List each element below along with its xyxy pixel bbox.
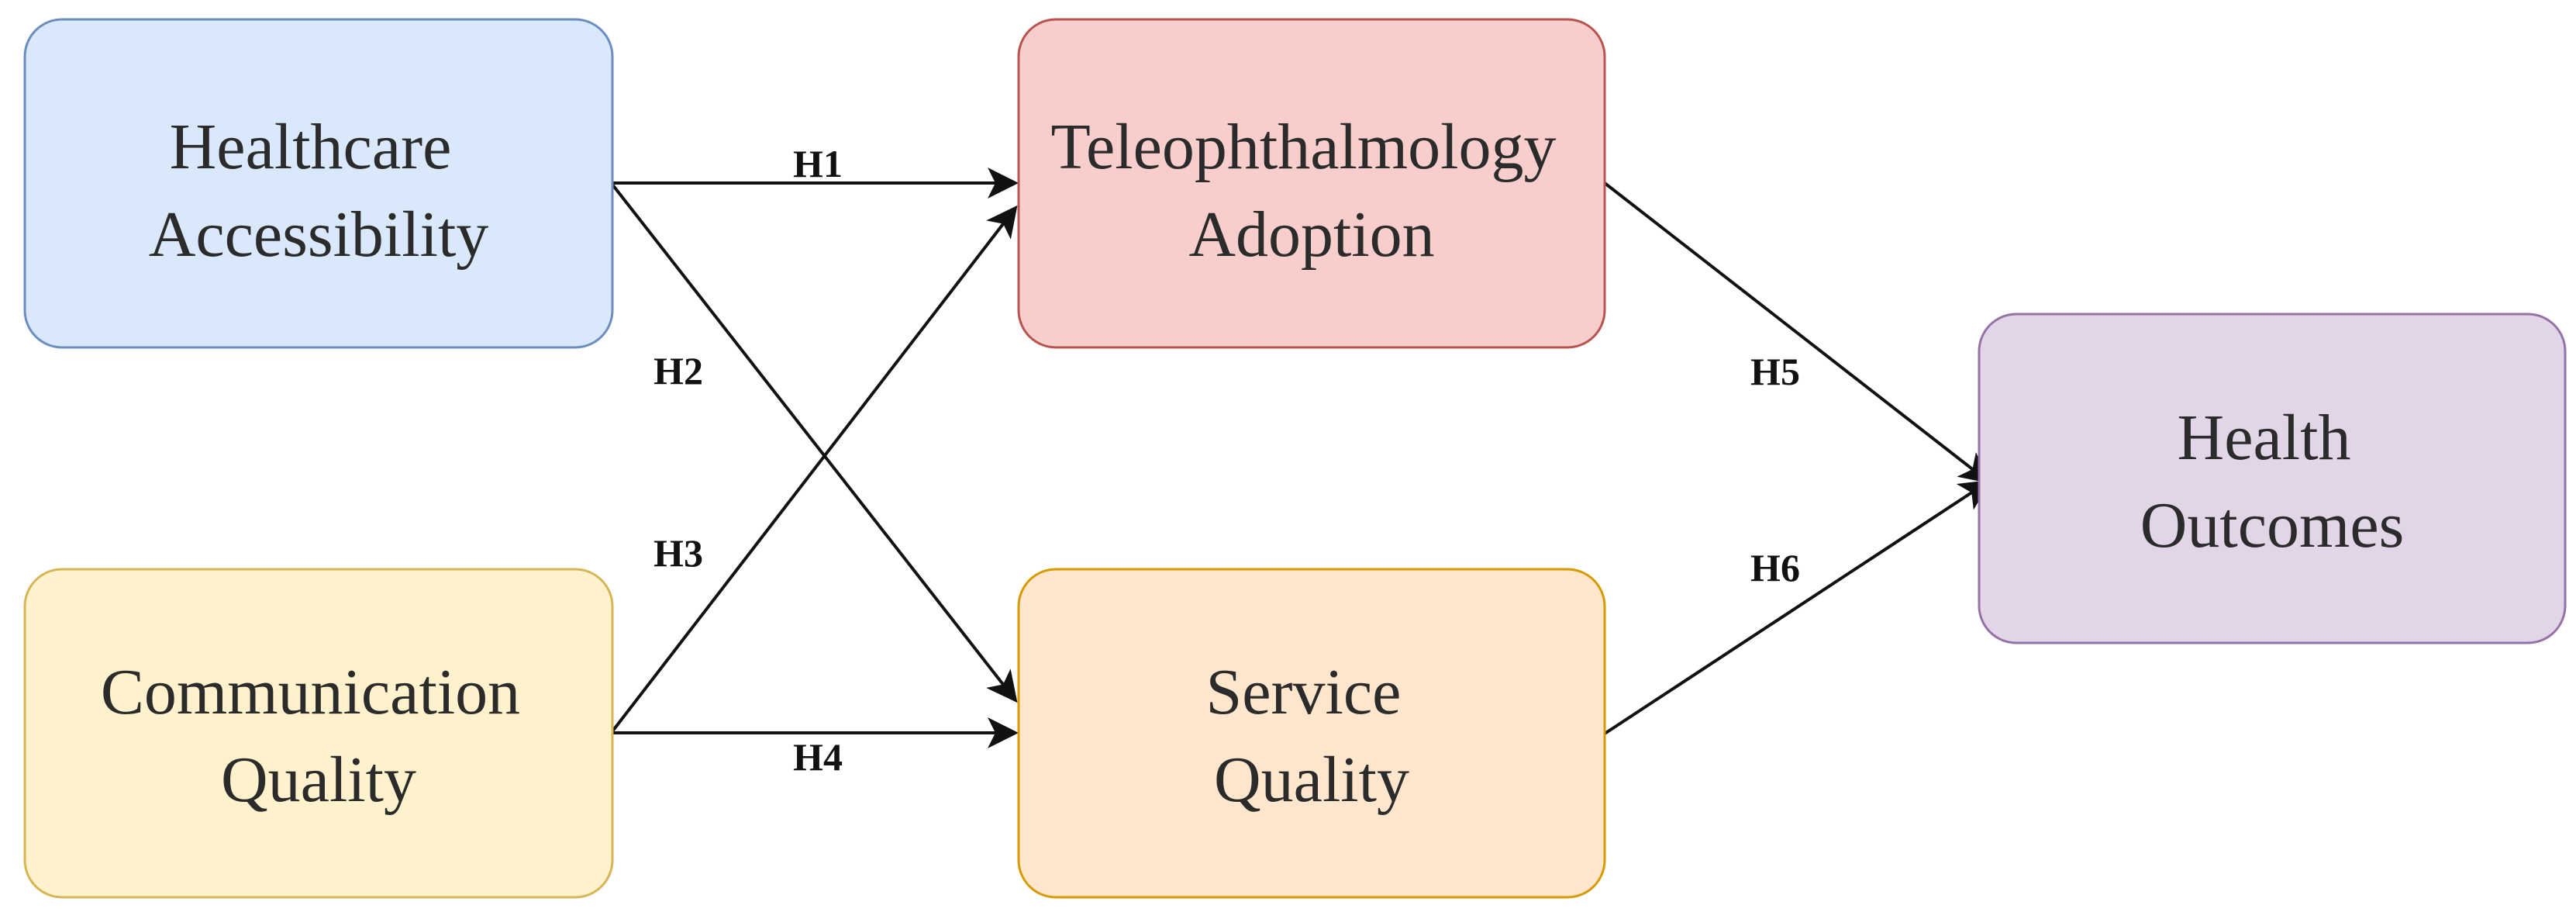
node-health-outcomes-line2: Outcomes	[2140, 489, 2405, 561]
edge-h6-arrow	[1603, 479, 1991, 735]
edge-h3-label: H3	[653, 531, 703, 575]
edge-h1-label: H1	[793, 142, 843, 185]
node-teleophthalmology-adoption-line2: Adoption	[1188, 199, 1434, 271]
edge-h4-label: H4	[793, 735, 843, 779]
node-service-quality: Service Quality	[1017, 568, 1606, 899]
node-healthcare-accessibility-line1: Healthcare	[170, 111, 452, 183]
node-communication-quality-line2: Quality	[221, 744, 416, 816]
edge-h5-label: H5	[1750, 350, 1800, 393]
node-communication-quality-line1: Communication	[101, 656, 520, 728]
node-teleophthalmology-adoption-box	[1017, 18, 1606, 349]
node-health-outcomes-line1: Health	[2178, 402, 2351, 474]
node-health-outcomes-box	[1978, 313, 2567, 644]
edge-h2-label: H2	[653, 349, 703, 392]
node-health-outcomes: Health Outcomes	[1978, 313, 2567, 644]
node-communication-quality: Communication Quality	[23, 568, 614, 899]
edge-h6-label: H6	[1750, 546, 1800, 589]
edge-h5-arrow	[1603, 181, 1991, 484]
node-health-outcomes-text: Health Outcomes	[2140, 402, 2405, 561]
node-communication-quality-box	[23, 568, 614, 899]
node-healthcare-accessibility: Healthcare Accessibility	[23, 18, 614, 349]
node-healthcare-accessibility-line2: Accessibility	[149, 199, 489, 271]
node-teleophthalmology-adoption-text: Teleophthalmology Adoption	[1051, 111, 1573, 271]
node-service-quality-text: Service Quality	[1206, 656, 1418, 816]
node-teleophthalmology-adoption-line1: Teleophthalmology	[1051, 111, 1557, 183]
node-service-quality-line1: Service	[1206, 656, 1402, 728]
node-service-quality-line2: Quality	[1214, 744, 1409, 816]
node-service-quality-box	[1017, 568, 1606, 899]
edge-h3-arrow	[611, 205, 1018, 733]
node-communication-quality-text: Communication Quality	[101, 656, 536, 816]
node-healthcare-accessibility-text: Healthcare Accessibility	[149, 111, 489, 271]
node-healthcare-accessibility-box	[23, 18, 614, 349]
node-teleophthalmology-adoption: Teleophthalmology Adoption	[1017, 18, 1606, 349]
edge-h2-arrow	[611, 183, 1018, 703]
